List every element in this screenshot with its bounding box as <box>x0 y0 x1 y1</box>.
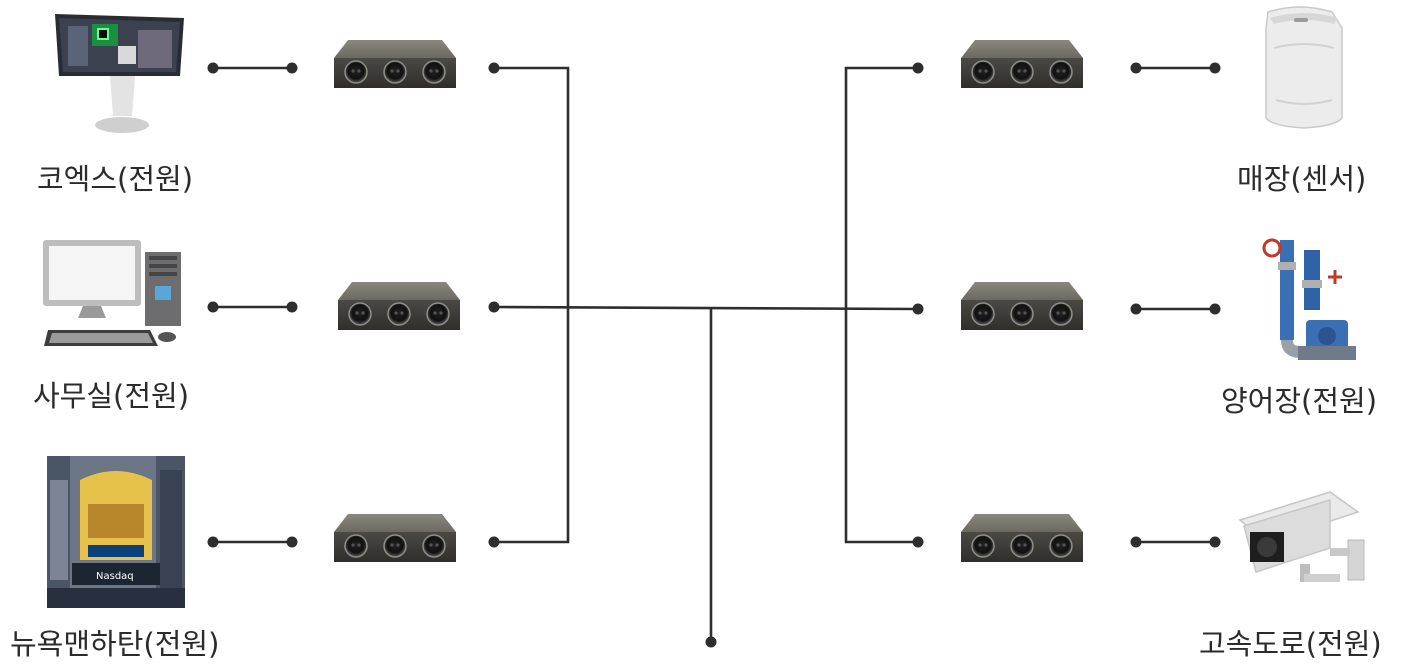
water-pump-icon <box>1262 238 1356 360</box>
link-dot <box>207 301 219 313</box>
svg-text:Nasdaq: Nasdaq <box>96 571 134 582</box>
device-label-store: 매장(센서) <box>1237 162 1366 196</box>
bus-dot <box>912 62 924 74</box>
kiosk-icon <box>55 14 184 133</box>
feed-dot <box>705 636 717 648</box>
power-units <box>333 39 1084 563</box>
link-dot <box>207 62 219 74</box>
billboard-building-icon: Nasdaq <box>47 456 185 608</box>
right-bus <box>844 66 918 544</box>
cctv-camera-icon <box>1238 491 1365 582</box>
desktop-computer-icon <box>43 240 181 346</box>
bus-dot <box>912 536 924 548</box>
power-controller-icon <box>960 513 1084 563</box>
link-dot <box>286 62 298 74</box>
main-trunk <box>493 305 919 311</box>
link-dot <box>207 536 219 548</box>
power-controller-icon <box>960 39 1084 89</box>
device-label-fishfarm: 양어장(전원) <box>1221 384 1377 418</box>
link-dot <box>1209 303 1221 315</box>
power-controller-icon <box>960 281 1084 331</box>
power-controller-icon <box>333 39 457 89</box>
device-label-office: 사무실(전원) <box>33 379 189 413</box>
link-dot <box>286 301 298 313</box>
device-label-kiosk: 코엑스(전원) <box>37 162 193 196</box>
bus-dot <box>488 536 500 548</box>
bus-dot <box>488 62 500 74</box>
link-dot <box>1130 536 1142 548</box>
motion-sensor-icon <box>1265 6 1343 129</box>
power-controller-icon <box>337 281 461 331</box>
link-dot <box>1209 62 1221 74</box>
link-dot <box>1130 62 1142 74</box>
link-dot <box>1209 536 1221 548</box>
device-label-highway: 고속도로(전원) <box>1199 627 1382 661</box>
wiring <box>207 62 1221 648</box>
device-label-newyork: 뉴욕맨하탄(전원) <box>10 627 219 661</box>
link-dot <box>1130 303 1142 315</box>
labels: 코엑스(전원) 사무실(전원) 뉴욕맨하탄(전원) 매장(센서) 양어장(전원)… <box>10 162 1382 661</box>
power-controller-icon <box>333 513 457 563</box>
link-dot <box>286 536 298 548</box>
left-bus <box>494 66 570 544</box>
